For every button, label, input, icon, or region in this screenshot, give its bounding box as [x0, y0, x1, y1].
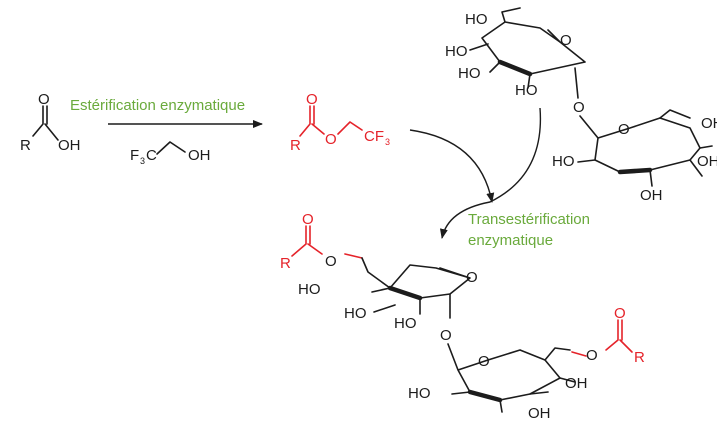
trehalose-bottom-oh-2: OH	[697, 153, 717, 170]
transesterification-label-line1: Transestérification	[468, 211, 590, 228]
product-right-r-label: R	[634, 349, 645, 366]
trehalose-bottom-oh-3: OH	[640, 187, 663, 204]
trehalose-to-product-arrow	[439, 107, 542, 239]
ester-cf-label: CF	[364, 128, 384, 145]
acid-carbonyl-o: O	[38, 91, 50, 108]
product-left-r-label: R	[280, 255, 291, 272]
product-top-ho-1: HO	[298, 281, 321, 298]
product-bottom-oh-2: OH	[528, 405, 551, 422]
trifluoroethanol-reagent: F 3 C OH	[130, 141, 211, 166]
trehalose: HO HO HO HO O O O OH OH OH HO	[445, 7, 717, 204]
reagent-f-label: F	[130, 147, 139, 164]
trehalose-top-ho-3: HO	[458, 65, 481, 82]
product-left-link-o: O	[325, 253, 337, 270]
trehalose-bottom-oh-1: OH	[701, 115, 717, 132]
trehalose-top-ring-o: O	[560, 32, 572, 49]
product-top-ring-o: O	[466, 269, 478, 286]
esterification-label: Estérification enzymatique	[70, 97, 245, 114]
reagent-c-label: C	[146, 147, 157, 164]
product-bottom-oh-1: OH	[565, 375, 588, 392]
reagent-oh-label: OH	[188, 147, 211, 164]
trehalose-top-ho-4: HO	[515, 82, 538, 99]
product-bottom-ring-o: O	[478, 353, 490, 370]
trehalose-bottom-ho: HO	[552, 153, 575, 170]
product-bridge-o: O	[440, 327, 452, 344]
product-left-carbonyl-o: O	[302, 211, 314, 228]
reagent-f-subscript: 3	[140, 156, 145, 166]
product-bottom-ho: HO	[408, 385, 431, 402]
ester-cf-subscript: 3	[385, 137, 390, 147]
trifluoroethyl-ester: R O O CF 3	[290, 91, 390, 154]
product-top-ho-3: HO	[394, 315, 417, 332]
product-right-link-o: O	[586, 347, 598, 364]
transesterification-label-line2: enzymatique	[468, 232, 553, 249]
ester-to-transesterification-arrow	[409, 129, 495, 203]
trehalose-bottom-ring-o: O	[618, 121, 630, 138]
trehalose-diester-product: R O O HO HO HO O O O OH OH HO O O R	[280, 211, 645, 422]
trehalose-top-ho-1: HO	[465, 11, 488, 28]
acid-r-label: R	[20, 137, 31, 154]
product-right-carbonyl-o: O	[614, 305, 626, 322]
trehalose-bridge-o: O	[573, 99, 585, 116]
acid-oh-label: OH	[58, 137, 81, 154]
trehalose-top-ho-2: HO	[445, 43, 468, 60]
ester-link-o: O	[325, 131, 337, 148]
ester-carbonyl-o: O	[306, 91, 318, 108]
carboxylic-acid: R O OH	[20, 91, 81, 154]
product-top-ho-2: HO	[344, 305, 367, 322]
ester-r-label: R	[290, 137, 301, 154]
